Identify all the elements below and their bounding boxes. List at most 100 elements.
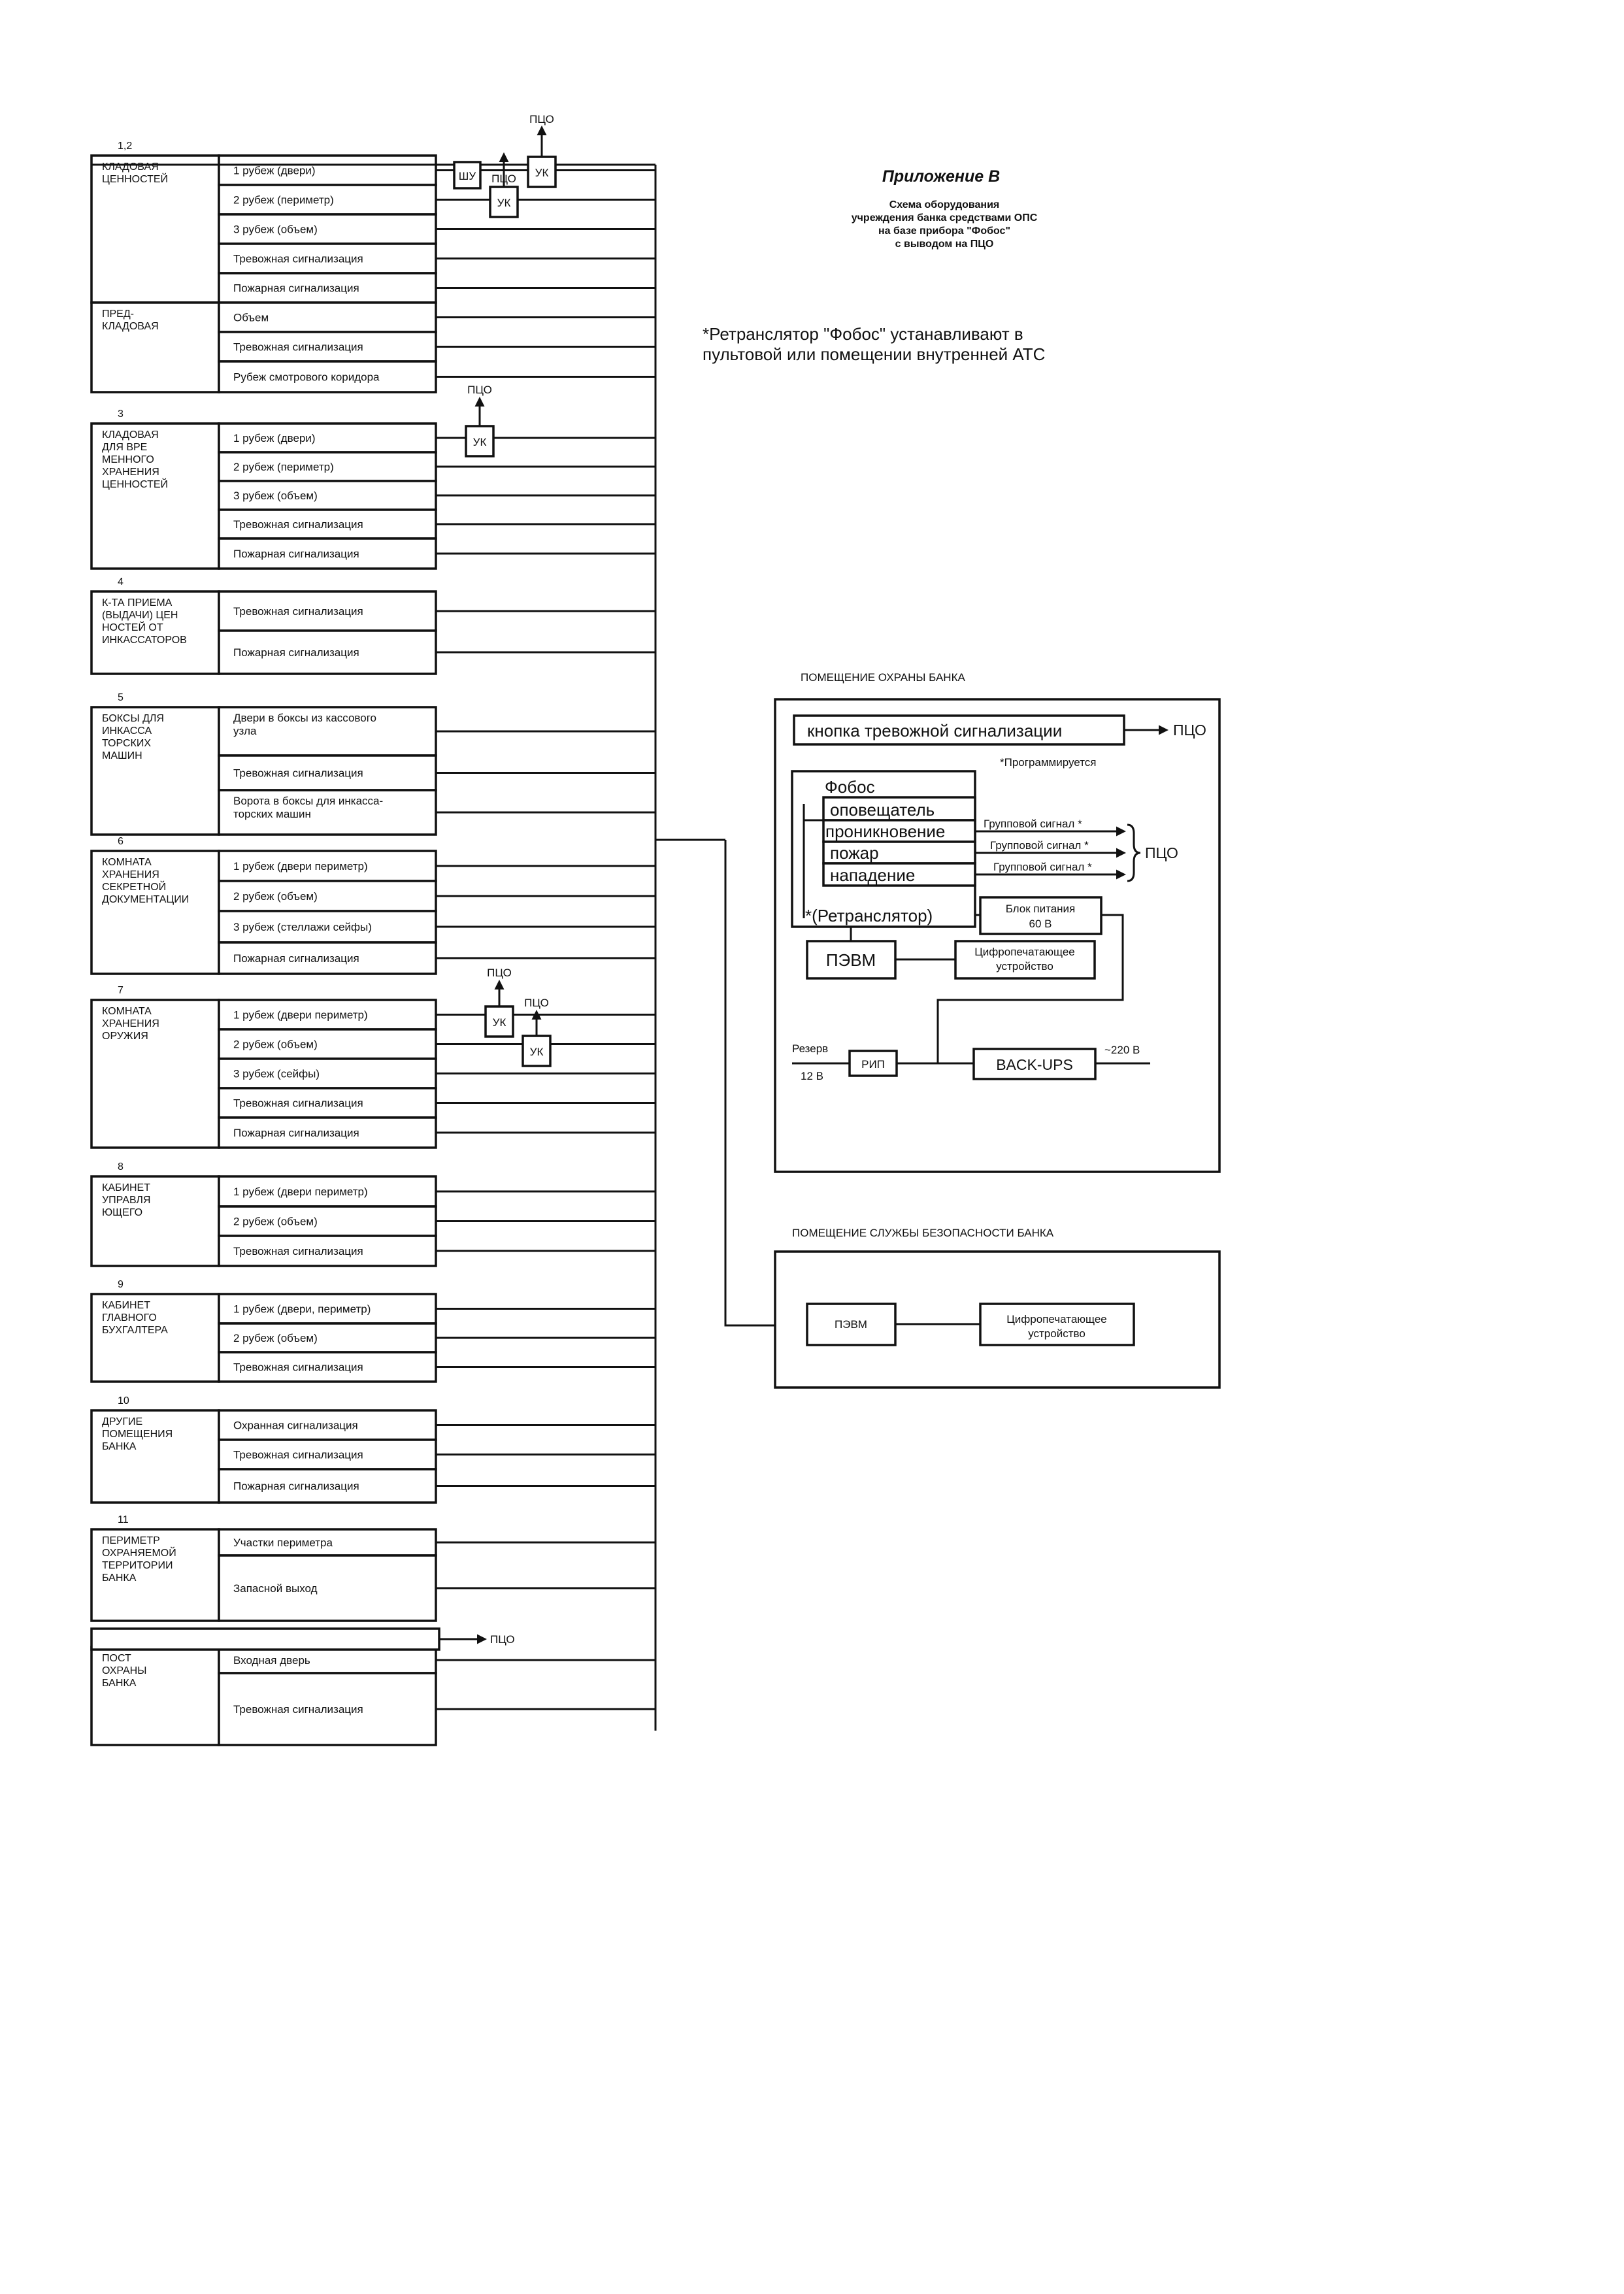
subtitle-line: на базе прибора "Фобос" bbox=[878, 225, 1010, 237]
room-name-line: ГЛАВНОГО bbox=[102, 1312, 157, 1323]
room-number: 9 bbox=[118, 1279, 124, 1290]
room-name-line: ИНКАССАТОРОВ bbox=[102, 635, 187, 646]
zone-label: 1 рубеж (двери периметр) bbox=[233, 1009, 368, 1022]
room-number: 4 bbox=[118, 576, 124, 588]
zone-label: Двери в боксы из кассового bbox=[233, 712, 376, 724]
room-name-line: ТЕРРИТОРИИ bbox=[102, 1560, 173, 1571]
pco-label: ПЦО bbox=[467, 384, 492, 396]
retranslator-note: *Ретранслятор "Фобос" устанавливают в bbox=[703, 324, 1023, 344]
fobos-label: Фобос bbox=[825, 777, 875, 797]
zone-label: узла bbox=[233, 725, 257, 737]
uk-label: УК bbox=[493, 1016, 506, 1029]
zone-cell bbox=[218, 590, 437, 632]
uk-box bbox=[527, 156, 557, 188]
mains-label: ~220 В bbox=[1104, 1044, 1140, 1056]
room-name-cell bbox=[90, 706, 220, 836]
room-name-line: КОМНАТА bbox=[102, 1006, 152, 1017]
zone-cell bbox=[218, 184, 437, 216]
zone-label: 3 рубеж (объем) bbox=[233, 224, 318, 236]
room-name-line: КАБИНЕТ bbox=[102, 1300, 150, 1311]
fobos-row-label: оповещатель bbox=[830, 800, 935, 820]
security-room-title: ПОМЕЩЕНИЕ СЛУЖБЫ БЕЗОПАСНОСТИ БАНКА bbox=[792, 1227, 1054, 1239]
zone-label: Запасной выход bbox=[233, 1582, 318, 1595]
printer-box bbox=[979, 1303, 1135, 1346]
room-name-line: ЦЕННОСТЕЙ bbox=[102, 478, 168, 490]
room-name-line: ИНКАССА bbox=[102, 725, 152, 737]
zone-label: 1 рубеж (двери периметр) bbox=[233, 1186, 368, 1198]
programmable-note: *Программируется bbox=[1000, 756, 1097, 769]
appendix-title: Приложение В bbox=[882, 167, 1000, 186]
zone-label: Тревожная сигнализация bbox=[233, 1097, 363, 1110]
ups-box bbox=[972, 1048, 1097, 1080]
zone-label: 1 рубеж (двери) bbox=[233, 432, 316, 444]
subtitle-line: Схема оборудования bbox=[889, 199, 1000, 210]
pco-label: ПЦО bbox=[524, 997, 549, 1009]
zone-label: Рубеж смотрового коридора bbox=[233, 371, 380, 384]
room-name-line: НОСТЕЙ ОТ bbox=[102, 621, 163, 633]
zone-cell bbox=[218, 1672, 437, 1746]
room-name-cell bbox=[90, 1409, 220, 1504]
pc-label: ПЭВМ bbox=[826, 950, 876, 970]
guard-room-title: ПОМЕЩЕНИЕ ОХРАНЫ БАНКА bbox=[801, 671, 965, 684]
room-number: 11 bbox=[118, 1514, 129, 1525]
zone-cell bbox=[218, 1351, 437, 1383]
zone-label: Тревожная сигнализация bbox=[233, 1449, 363, 1461]
room-number: 10 bbox=[118, 1395, 129, 1406]
fobos-row-label: проникновение bbox=[825, 822, 945, 841]
room-block: 11ПЕРИМЕТРОХРАНЯЕМОЙТЕРРИТОРИИБАНКАУчаст… bbox=[90, 1514, 655, 1622]
room-name-line: КОМНАТА bbox=[102, 857, 152, 868]
zone-cell bbox=[218, 213, 437, 245]
uk-label: УК bbox=[535, 167, 549, 179]
zone-label: 2 рубеж (объем) bbox=[233, 1216, 318, 1228]
room-name-cell bbox=[90, 1175, 220, 1267]
room-name-line: ОХРАНЫ bbox=[102, 1665, 146, 1676]
subtitle-line: с выводом на ПЦО bbox=[895, 239, 994, 250]
zone-cell bbox=[218, 754, 437, 791]
power-unit-label: 60 В bbox=[1029, 918, 1052, 930]
zone-cell bbox=[218, 880, 437, 912]
zone-label: 1 рубеж (двери) bbox=[233, 165, 316, 177]
ups-label: BACK-UPS bbox=[996, 1056, 1073, 1073]
zone-label: 3 рубеж (сейфы) bbox=[233, 1068, 320, 1080]
room-name-line: ХРАНЕНИЯ bbox=[102, 1018, 159, 1029]
zone-label: 2 рубеж (объем) bbox=[233, 1039, 318, 1051]
shu-label: ШУ bbox=[459, 170, 476, 182]
fobos-row-label: пожар bbox=[830, 843, 879, 863]
post-output-strip bbox=[90, 1627, 440, 1651]
printer-label: устройство bbox=[996, 960, 1053, 972]
zone-cell bbox=[218, 850, 437, 882]
room-name-cell bbox=[90, 301, 220, 393]
zone-label: 2 рубеж (объем) bbox=[233, 890, 318, 903]
zone-label: Тревожная сигнализация bbox=[233, 341, 363, 354]
printer-label: Цифропечатающее bbox=[974, 946, 1075, 958]
reserve-voltage: 12 В bbox=[801, 1070, 823, 1082]
zone-label: Тревожная сигнализация bbox=[233, 253, 363, 265]
zone-label: Тревожная сигнализация bbox=[233, 767, 363, 780]
zone-cell bbox=[218, 360, 437, 393]
room-name-line: СЕКРЕТНОЙ bbox=[102, 880, 166, 893]
zone-cell bbox=[218, 1528, 437, 1557]
zone-cell bbox=[218, 1087, 437, 1119]
room-name-line: БАНКА bbox=[102, 1441, 137, 1452]
zone-label: Тревожная сигнализация bbox=[233, 1361, 363, 1374]
printer-label: устройство bbox=[1028, 1327, 1085, 1340]
subtitle-line: учреждения банка средствами ОПС bbox=[852, 212, 1038, 224]
room-name-cell bbox=[90, 590, 220, 675]
room-name-line: ТОРСКИХ bbox=[102, 738, 151, 749]
zone-cell bbox=[218, 1646, 437, 1674]
zone-label: Участки периметра bbox=[233, 1537, 333, 1549]
uk-label: УК bbox=[473, 436, 487, 448]
uk-label: УК bbox=[530, 1046, 544, 1058]
printer-label: Цифропечатающее bbox=[1006, 1313, 1107, 1325]
zone-label: Пожарная сигнализация bbox=[233, 646, 359, 659]
zone-cell bbox=[218, 480, 437, 511]
pco-label: ПЦО bbox=[490, 1633, 515, 1646]
